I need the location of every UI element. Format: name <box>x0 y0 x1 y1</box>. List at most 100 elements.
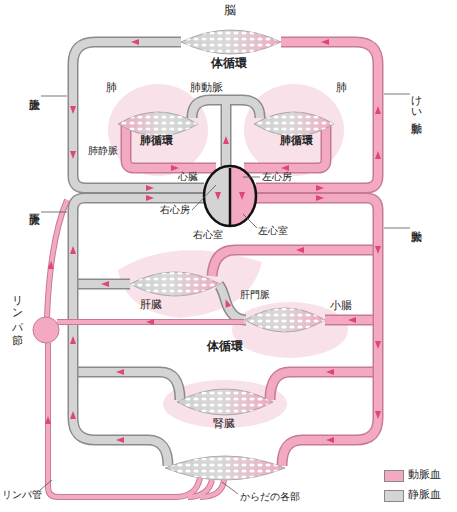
lymph-label: リンパ管 <box>2 490 42 500</box>
vena-cava <box>73 198 204 466</box>
leader-line <box>41 212 67 213</box>
flow-arrow <box>70 151 76 159</box>
organ-label: 肝臓 <box>140 299 162 310</box>
flow-arrow <box>239 192 245 200</box>
flow-arrow <box>326 437 334 443</box>
capillary-bed <box>130 272 220 296</box>
flow-arrow <box>375 151 381 159</box>
chamber-label: 右心房 <box>160 205 190 215</box>
legend-text: 動脈血 <box>408 469 441 480</box>
artery <box>325 315 378 326</box>
circulation-label: 体循環 <box>211 57 247 69</box>
organ-label: からだの各部 <box>240 492 300 502</box>
vessel-label: 肺動脈 <box>190 82 223 93</box>
pulmonary-artery <box>222 100 230 166</box>
flow-arrow <box>101 281 109 287</box>
flow-arrow <box>146 185 154 191</box>
capillary-mesh <box>165 456 285 480</box>
capillary-bed <box>165 456 285 480</box>
artery <box>270 372 378 400</box>
leader-line <box>192 185 216 210</box>
capillary-mesh <box>130 272 220 296</box>
flow-arrow <box>171 165 179 171</box>
vein <box>73 372 180 400</box>
vessels <box>73 42 378 466</box>
flow-arrow <box>223 298 231 308</box>
liver-silhouette <box>118 250 262 318</box>
lymph-vessel <box>48 343 200 497</box>
capillary-bed <box>254 112 334 136</box>
lymph-vessel <box>200 480 224 497</box>
capillary-mesh <box>254 112 334 136</box>
flow-arrow <box>45 416 51 424</box>
flow-arrow <box>70 336 76 344</box>
flow-arrow <box>131 39 139 45</box>
legend-swatch <box>384 470 404 482</box>
artery <box>212 250 378 276</box>
flow-arrow <box>375 411 381 419</box>
leader-lines <box>40 94 410 494</box>
leader-line <box>222 482 238 494</box>
flow-arrow <box>375 106 381 114</box>
capillary-bed <box>245 308 325 332</box>
vessel-label: けい動脈 <box>411 88 422 114</box>
lymph-vessel <box>47 200 67 317</box>
heart-septum <box>229 168 232 225</box>
circulation-label: 肺循環 <box>140 135 173 146</box>
artery <box>212 250 378 276</box>
flow-arrow <box>296 247 304 253</box>
organ-label: 肺 <box>106 82 117 93</box>
organ-label: 心臓 <box>178 172 198 182</box>
vein <box>73 279 130 290</box>
artery <box>325 316 378 324</box>
leader-line <box>384 228 410 229</box>
leader-line <box>384 94 410 95</box>
lymph-vessel <box>57 319 244 325</box>
flow-arrow <box>348 317 356 323</box>
chamber-label: 左心房 <box>262 172 292 182</box>
leader-line <box>243 177 260 178</box>
legend-swatch <box>384 490 404 502</box>
pulmonary-artery <box>192 100 260 118</box>
organ-label: 小腸 <box>330 300 352 311</box>
vein <box>73 372 180 400</box>
capillary-bed <box>118 112 198 136</box>
vein <box>73 280 130 288</box>
flow-arrow <box>375 341 381 349</box>
flow-arrow <box>70 106 76 114</box>
capillary-bed <box>177 389 273 415</box>
aorta <box>256 198 378 466</box>
lymph-node <box>33 317 59 343</box>
flow-arrow <box>321 39 329 45</box>
flow-arrow <box>223 136 229 144</box>
artery <box>270 372 378 400</box>
chamber-label: 右心室 <box>193 230 223 240</box>
capillary-mesh <box>181 30 281 54</box>
capillary-beds <box>118 30 334 480</box>
leader-line <box>40 480 52 490</box>
flow-arrow <box>116 369 124 375</box>
flow-arrow <box>281 165 289 171</box>
vessel-label: 肝門脈 <box>240 290 270 300</box>
flow-arrow <box>215 192 221 200</box>
lymph-vessels <box>33 200 244 497</box>
flow-arrow <box>326 369 334 375</box>
pulmonary-artery <box>221 100 232 166</box>
chamber-label: 左心室 <box>258 226 288 236</box>
legend-text: 静脈血 <box>408 489 441 500</box>
flow-arrows <box>45 39 381 443</box>
flow-arrow <box>70 411 76 419</box>
leader-line <box>243 214 257 228</box>
vena-cava <box>73 198 204 466</box>
capillary-mesh <box>118 112 198 136</box>
flow-arrow <box>70 246 76 254</box>
flow-arrow <box>316 195 324 201</box>
organ-label: 腎臓 <box>213 418 235 429</box>
capillary-mesh <box>177 389 273 415</box>
lung-silhouette <box>244 84 344 176</box>
organ-label: 肺 <box>336 82 347 93</box>
lymph-vessel <box>47 200 67 317</box>
